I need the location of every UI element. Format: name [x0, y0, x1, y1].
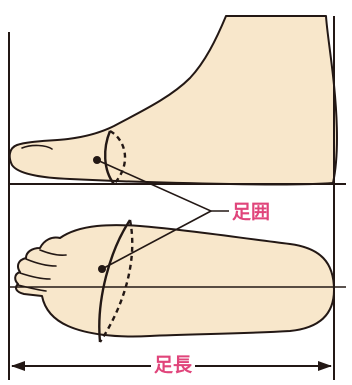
length-arrow-left-head [11, 361, 25, 371]
foot-girth-label: 足囲 [232, 203, 270, 222]
length-arrow-right-head [318, 361, 332, 371]
foot-side-view [10, 16, 337, 184]
foot-top-view [15, 225, 334, 336]
foot-length-label: 足長 [151, 356, 195, 375]
